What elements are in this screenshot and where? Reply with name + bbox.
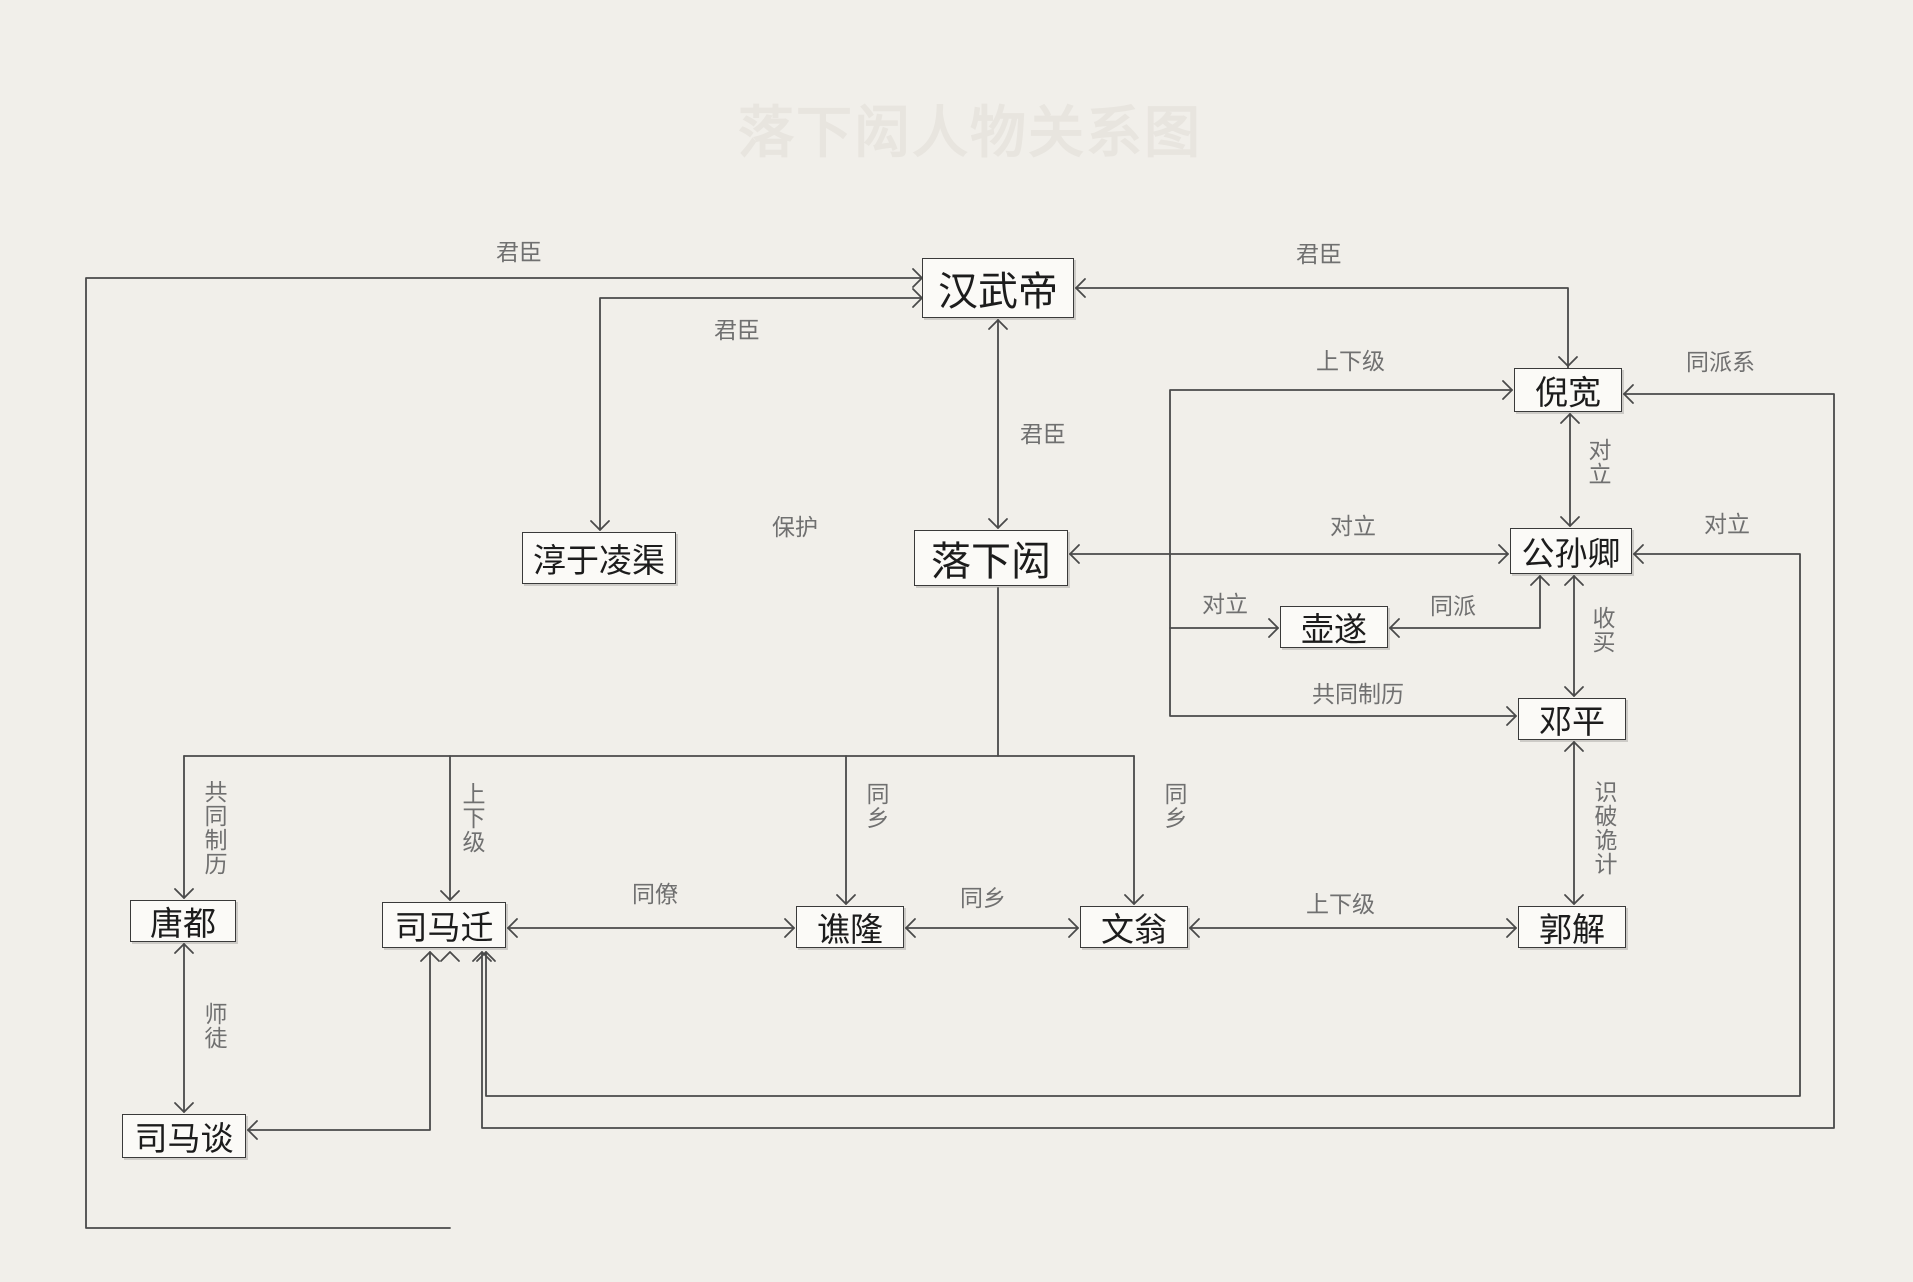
arrow-tangdu-up xyxy=(174,943,194,954)
node-tangdu[interactable]: 唐都 xyxy=(130,900,236,943)
label-nikuan-gongsunqing: 对立 xyxy=(1584,438,1610,486)
arrow-simaqian-from-gongsunqing xyxy=(476,951,496,962)
line-chunyu-wudi xyxy=(599,297,923,531)
arrow-nikuan-up xyxy=(1560,413,1580,424)
label-luoxiahong-tangdu: 共同制历 xyxy=(200,780,226,876)
node-gongsunqing[interactable]: 公孙卿 xyxy=(1510,528,1632,574)
label-chunyu-luoxiahong: 保护 xyxy=(772,515,818,541)
arrow-husui-from-luoxiahong xyxy=(1268,618,1279,638)
node-husui[interactable]: 壶遂 xyxy=(1280,606,1388,649)
arrow-dengping-down xyxy=(1564,686,1584,697)
arrow-simatan-from-simaqian xyxy=(247,1120,258,1140)
node-chunyu-lingqu[interactable]: 淳于凌渠 xyxy=(522,532,676,584)
arrow-simaqian-from-qiaolong xyxy=(507,918,518,938)
arrow-guojie-from-wenweng xyxy=(1506,918,1517,938)
arrow-wenweng-from-luoxiahong xyxy=(1124,894,1144,905)
line-nikuan-wudi xyxy=(1075,287,1569,369)
arrow-qiaolong-from-luoxiahong xyxy=(836,894,856,905)
node-qiaolong[interactable]: 谯隆 xyxy=(796,906,904,949)
label-luoxiahong-simaqian: 上下级 xyxy=(458,782,484,854)
arrow-gongsunqing-from-luoxiahong xyxy=(1498,544,1509,564)
arrow-qiaolong-from-wenweng xyxy=(905,918,916,938)
arrow-nikuan-from-luoxiahong xyxy=(1502,380,1513,400)
arrow-gongsunqing-down xyxy=(1560,516,1580,527)
line-luoxiahong-nikuan xyxy=(1169,389,1513,557)
label-simaqian-nikuan: 同派系 xyxy=(1686,350,1755,376)
label-dengping-guojie: 识破诡计 xyxy=(1590,780,1616,876)
node-luoxiahong[interactable]: 落下闳 xyxy=(914,530,1068,586)
label-luoxiahong-dengping: 共同制历 xyxy=(1312,682,1404,708)
label-gongsunqing-dengping: 收买 xyxy=(1588,606,1614,654)
arrow-chunyu-from-wudi xyxy=(590,520,610,531)
label-luoxiahong-nikuan: 上下级 xyxy=(1316,349,1385,375)
arrow-gongsunqing-from-husui xyxy=(1530,575,1550,586)
node-han-wudi[interactable]: 汉武帝 xyxy=(922,258,1074,318)
arrow-simaqian-from-simatan xyxy=(420,951,440,962)
label-chunyu-wudi: 君臣 xyxy=(714,318,760,344)
arrow-simaqian-from-nikuan xyxy=(472,951,492,962)
label-luoxiahong-wenweng: 同乡 xyxy=(1160,782,1186,830)
label-luoxiahong-qiaolong: 同乡 xyxy=(862,782,888,830)
label-simaqian-wudi: 君臣 xyxy=(496,240,542,266)
label-luoxiahong-gongsunqing: 对立 xyxy=(1330,514,1376,540)
arrow-dengping-up xyxy=(1564,741,1584,752)
arrow-wudi-from-luoxiahong xyxy=(988,319,1008,330)
node-guojie[interactable]: 郭解 xyxy=(1518,906,1626,949)
label-nikuan-wudi: 君臣 xyxy=(1296,242,1342,268)
arrow-simaqian-from-wudi xyxy=(440,951,460,962)
arrow-luoxiahong-from-gongsunqing xyxy=(1069,544,1080,564)
arrow-wudi-from-nikuan xyxy=(1075,278,1086,298)
label-luoxiahong-husui: 对立 xyxy=(1202,592,1248,618)
line-luoxiahong-dengping xyxy=(1169,555,1517,717)
line-simaqian-simatan xyxy=(247,951,431,1131)
node-wenweng[interactable]: 文翁 xyxy=(1080,906,1188,949)
label-luoxiahong-wudi: 君臣 xyxy=(1020,422,1066,448)
arrow-gongsunqing-from-simaqian xyxy=(1633,544,1644,564)
arrow-guojie-down xyxy=(1564,894,1584,905)
arrow-nikuan-from-wudi xyxy=(1558,356,1578,367)
node-simatan[interactable]: 司马谈 xyxy=(122,1114,246,1158)
line-simaqian-wudi xyxy=(85,277,923,1229)
label-simaqian-qiaolong: 同僚 xyxy=(632,882,678,908)
label-husui-gongsunqing: 同派 xyxy=(1430,594,1476,620)
node-simaqian[interactable]: 司马迁 xyxy=(382,902,506,948)
arrow-luoxiahong-from-wudi xyxy=(988,518,1008,529)
arrow-tangdu-from-luoxiahong xyxy=(174,888,194,899)
label-tangdu-simatan: 师徒 xyxy=(200,1002,226,1050)
node-dengping[interactable]: 邓平 xyxy=(1518,698,1626,741)
arrow-simatan-down xyxy=(174,1102,194,1113)
arrow-nikuan-from-simaqian xyxy=(1623,384,1634,404)
diagram-title-watermark: 落下闳人物关系图 xyxy=(738,100,1202,166)
arrow-gongsunqing-up xyxy=(1564,575,1584,586)
line-simaqian-nikuan xyxy=(481,393,1835,1129)
line-simaqian-gongsunqing xyxy=(485,553,1801,1097)
arrow-wenweng-from-guojie xyxy=(1189,918,1200,938)
label-qiaolong-wenweng: 同乡 xyxy=(960,886,1006,912)
label-wenweng-guojie: 上下级 xyxy=(1306,892,1375,918)
label-simaqian-gongsunqing: 对立 xyxy=(1704,512,1750,538)
arrow-husui-from-gongsunqing xyxy=(1389,618,1400,638)
arrow-wenweng-from-qiaolong xyxy=(1068,918,1079,938)
node-nikuan[interactable]: 倪宽 xyxy=(1514,368,1622,412)
arrow-dengping-from-luoxiahong xyxy=(1506,706,1517,726)
arrow-simaqian-from-luoxiahong xyxy=(440,890,460,901)
line-husui-gongsunqing xyxy=(1389,575,1541,629)
arrow-qiaolong-from-simaqian xyxy=(784,918,795,938)
